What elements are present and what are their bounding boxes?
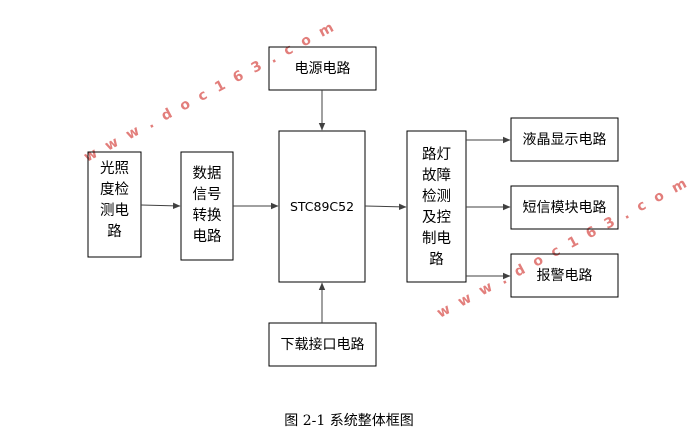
download-label: 下载接口电路 [281,336,365,353]
data-convert-line-1: 数据 [193,165,222,182]
light-detect-line-2: 度检 [100,181,129,198]
arrow-light-to-convert [140,202,181,210]
download-block: 下载接口电路 [268,322,377,367]
fault-control-line-3: 检测 [422,188,451,205]
data-convert-line-4: 电路 [193,228,222,245]
alarm-block: 报警电路 [510,253,619,298]
sms-block: 短信模块电路 [510,185,619,230]
light-detect-line-1: 光照 [100,160,129,177]
fault-control-line-6: 路 [429,251,444,268]
fault-control-line-5: 制电 [422,230,451,247]
alarm-label: 报警电路 [537,268,593,284]
data-convert-line-2: 信号 [193,186,222,203]
mcu-label: STC89C52 [290,199,354,214]
mcu-block: STC89C52 [278,130,366,283]
sms-label: 短信模块电路 [523,200,607,216]
figure-caption: 图 2-1 系统整体框图 [284,413,413,429]
watermark-top: w w w . d o c 1 6 3 . c o m [81,18,339,165]
fault-control-block: 路灯 故障 检测 及控 制电 路 [406,130,467,283]
data-convert-block: 数据 信号 转换 电路 [180,151,234,261]
lcd-label: 液晶显示电路 [523,132,607,148]
data-convert-line-3: 转换 [193,207,222,224]
light-detect-line-4: 路 [107,223,122,240]
arrow-mcu-to-fault [364,203,407,211]
fault-control-line-4: 及控 [422,209,451,226]
fault-control-line-2: 故障 [422,166,451,184]
watermark-bottom: w w w . d o c 1 6 3 . c o m [434,174,692,321]
light-detect-block: 光照 度检 测电 路 [87,151,142,258]
light-detect-line-3: 测电 [100,202,129,219]
lcd-block: 液晶显示电路 [510,117,619,162]
fault-control-line-1: 路灯 [422,146,451,163]
power-label: 电源电路 [295,61,351,77]
